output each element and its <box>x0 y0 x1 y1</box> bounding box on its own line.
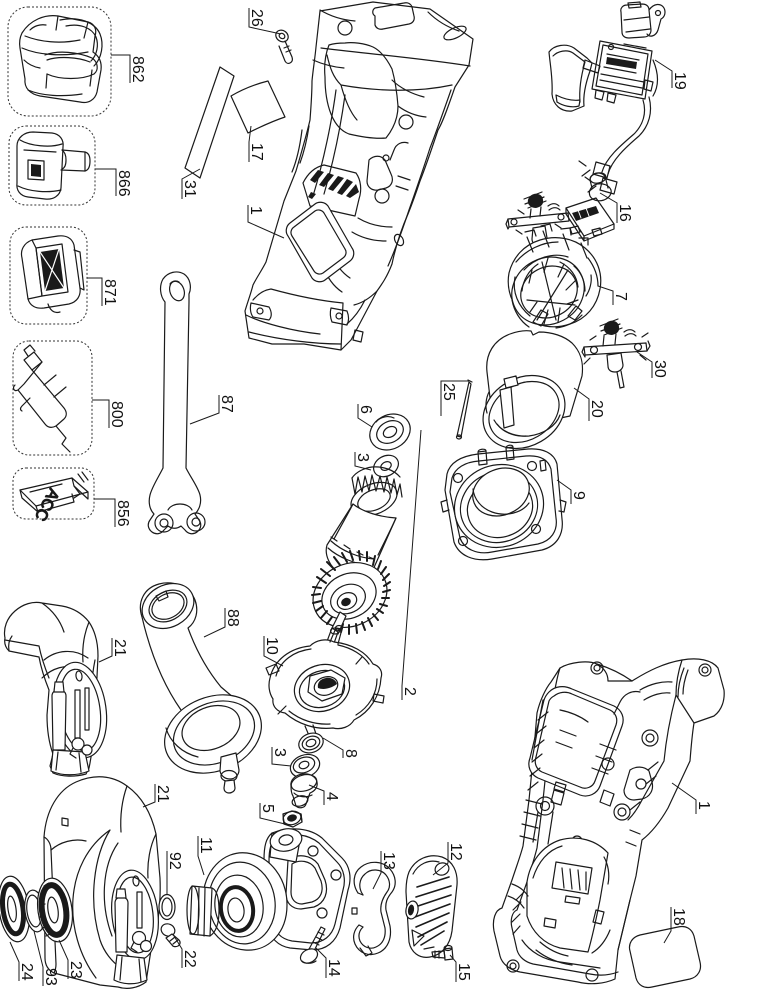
svg-text:21: 21 <box>154 785 171 803</box>
svg-text:88: 88 <box>224 609 241 627</box>
svg-text:1: 1 <box>247 206 264 215</box>
svg-text:18: 18 <box>670 908 687 926</box>
svg-text:11: 11 <box>197 837 214 854</box>
svg-text:871: 871 <box>101 279 118 306</box>
svg-text:4: 4 <box>323 792 340 801</box>
svg-text:21: 21 <box>111 639 128 657</box>
svg-text:1: 1 <box>695 801 712 810</box>
svg-text:31: 31 <box>181 180 198 198</box>
svg-text:16: 16 <box>616 204 633 222</box>
svg-text:3: 3 <box>271 748 288 757</box>
svg-text:15: 15 <box>455 963 472 981</box>
svg-text:17: 17 <box>248 143 265 161</box>
svg-text:2: 2 <box>401 687 418 696</box>
svg-text:6: 6 <box>357 405 374 414</box>
svg-text:26: 26 <box>248 9 265 27</box>
svg-text:12: 12 <box>447 843 464 861</box>
svg-text:3: 3 <box>354 453 371 462</box>
svg-text:800: 800 <box>108 401 125 428</box>
svg-text:14: 14 <box>325 959 342 977</box>
svg-text:19: 19 <box>671 72 688 90</box>
svg-text:9: 9 <box>570 491 587 500</box>
svg-text:93: 93 <box>42 968 59 986</box>
svg-text:10: 10 <box>263 637 280 655</box>
svg-text:24: 24 <box>18 963 35 981</box>
svg-text:30: 30 <box>651 360 668 378</box>
svg-text:862: 862 <box>129 56 146 83</box>
svg-text:25: 25 <box>440 383 457 401</box>
svg-text:87: 87 <box>218 395 235 413</box>
svg-text:23: 23 <box>67 961 84 979</box>
svg-text:92: 92 <box>166 852 183 870</box>
svg-text:856: 856 <box>114 500 131 527</box>
svg-text:13: 13 <box>380 852 397 870</box>
svg-text:8: 8 <box>342 749 359 758</box>
svg-text:22: 22 <box>181 950 198 968</box>
svg-text:20: 20 <box>588 400 605 418</box>
svg-text:866: 866 <box>115 170 132 197</box>
svg-text:5: 5 <box>259 804 276 813</box>
svg-text:7: 7 <box>612 292 629 301</box>
